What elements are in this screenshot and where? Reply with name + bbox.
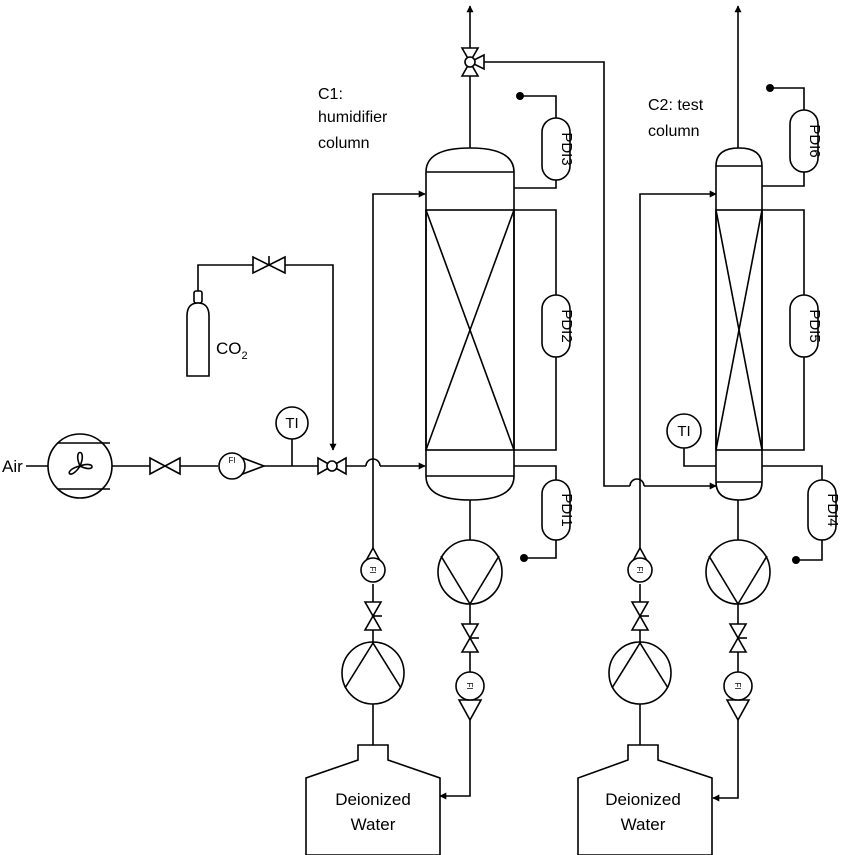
pump-icon — [437, 539, 503, 606]
flow-indicator-icon: FI — [627, 546, 653, 583]
flow-indicator-icon: FI — [218, 452, 267, 480]
water-tank-1: Deionized Water — [305, 744, 441, 855]
pdi6-indicator: PDI6 — [789, 109, 823, 173]
svg-text:FI: FI — [368, 566, 377, 573]
svg-text:TI: TI — [677, 423, 690, 440]
tank-icon — [577, 744, 713, 855]
pdi3-indicator: PDI3 — [541, 117, 575, 181]
pdi1-indicator: PDI1 — [541, 479, 575, 541]
svg-text:PDI2: PDI2 — [558, 309, 575, 342]
tank-1-label-line-1: Deionized — [335, 790, 411, 809]
pump-icon — [608, 641, 672, 705]
svg-text:PDI6: PDI6 — [806, 124, 823, 157]
valve-icon — [363, 601, 383, 631]
svg-text:TI: TI — [285, 415, 298, 432]
tank-1-label-line-2: Water — [351, 815, 396, 834]
column-c1 — [425, 147, 515, 501]
fi-label: FI — [228, 456, 235, 465]
temperature-indicator-1: TI — [275, 406, 309, 440]
air-label: Air — [2, 457, 23, 476]
valve-icon — [252, 255, 286, 275]
svg-text:FI: FI — [465, 682, 474, 689]
column-icon — [425, 147, 515, 501]
blower-icon — [47, 433, 113, 499]
flow-indicator-icon: FI — [723, 671, 753, 722]
valve-icon — [460, 623, 480, 653]
pdi2-indicator: PDI2 — [541, 294, 575, 358]
valve-icon — [728, 623, 748, 653]
piping — [26, 5, 823, 802]
tank-2-label-line-2: Water — [621, 815, 666, 834]
three-way-valve-icon — [460, 47, 485, 77]
pdi4-indicator: PDI4 — [807, 479, 841, 541]
temperature-indicator-2: TI — [666, 413, 702, 449]
svg-text:PDI5: PDI5 — [806, 309, 823, 342]
c1-title-line-1: C1: — [318, 86, 343, 103]
svg-text:PDI1: PDI1 — [558, 493, 575, 526]
svg-text:PDI3: PDI3 — [558, 132, 575, 165]
svg-text:FI: FI — [635, 566, 644, 573]
c2-title-line-2: column — [648, 123, 700, 140]
air-blower — [47, 433, 113, 499]
c1-title-line-2: humidifier — [318, 109, 388, 126]
valve-icon — [630, 601, 650, 631]
water-tank-2: Deionized Water — [577, 744, 713, 855]
tank-2-label-line-1: Deionized — [605, 790, 681, 809]
svg-text:FI: FI — [733, 682, 742, 689]
co2-label: CO2 — [216, 339, 248, 362]
column-c2 — [715, 147, 763, 501]
column-icon — [715, 147, 763, 501]
c2-title-line-1: C2: test — [648, 97, 704, 114]
flow-indicator-icon: FI — [360, 546, 386, 583]
pdi5-indicator: PDI5 — [789, 294, 823, 358]
three-way-valve-icon — [317, 456, 347, 476]
tank-icon — [305, 744, 441, 855]
svg-text:PDI4: PDI4 — [824, 493, 841, 526]
c1-title-line-3: column — [318, 135, 370, 152]
flow-indicator-icon: FI — [455, 671, 485, 722]
valve-icon — [149, 456, 181, 476]
pump-icon — [705, 539, 771, 606]
gas-cylinder-icon: CO2 — [186, 290, 248, 377]
pump-icon — [341, 641, 405, 705]
